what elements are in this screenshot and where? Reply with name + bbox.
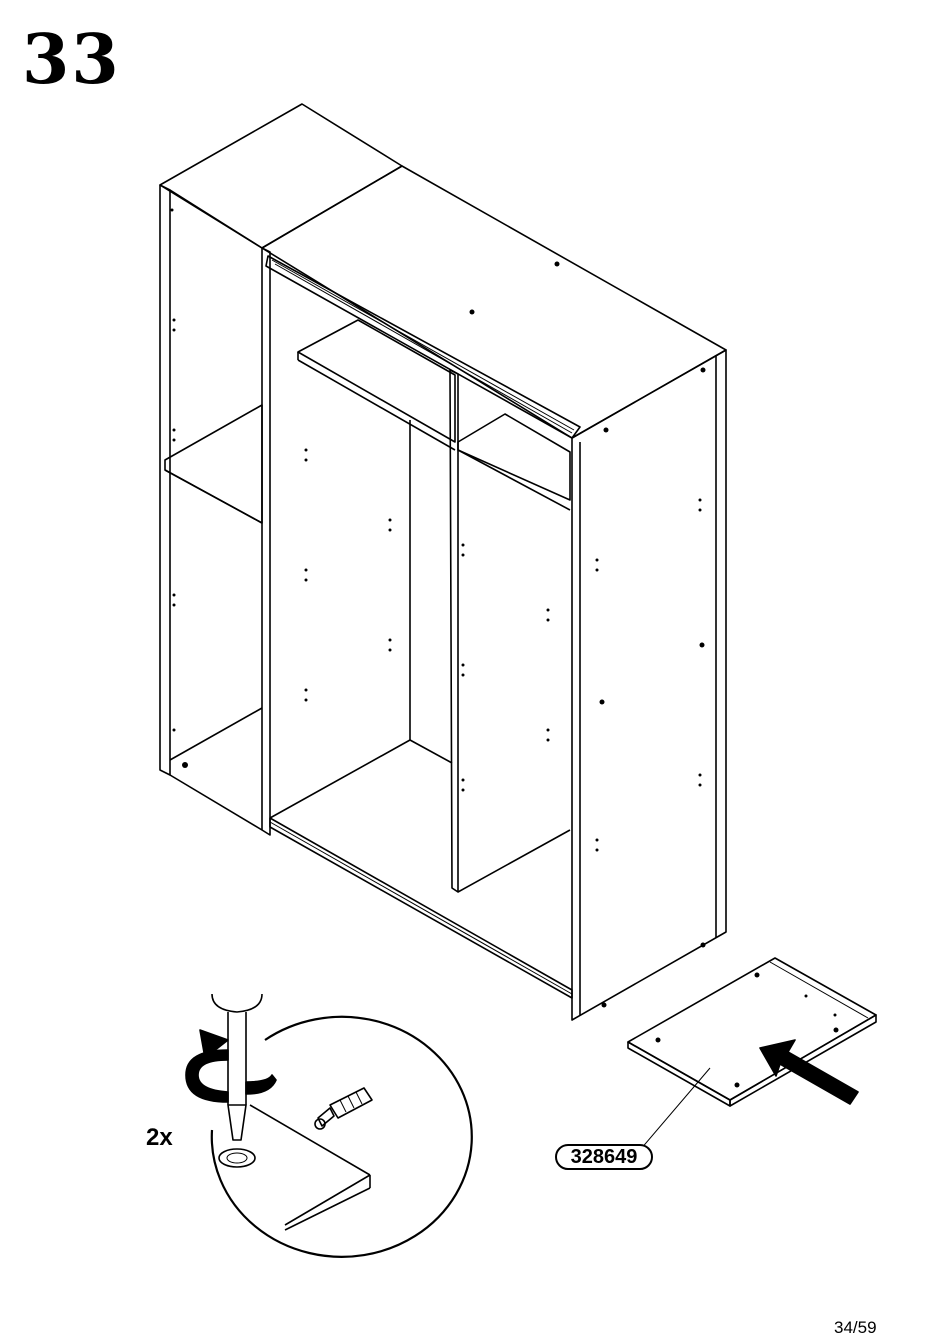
arrow-insert-icon [760, 1040, 858, 1104]
screwdriver-icon [212, 994, 262, 1167]
part-number-badge: 328649 [555, 1144, 653, 1170]
quantity-label: 2x [146, 1124, 173, 1152]
cam-dowel-icon [315, 1088, 372, 1129]
rotate-clockwise-icon [186, 1030, 276, 1102]
page-number: 34/59 [834, 1318, 877, 1338]
